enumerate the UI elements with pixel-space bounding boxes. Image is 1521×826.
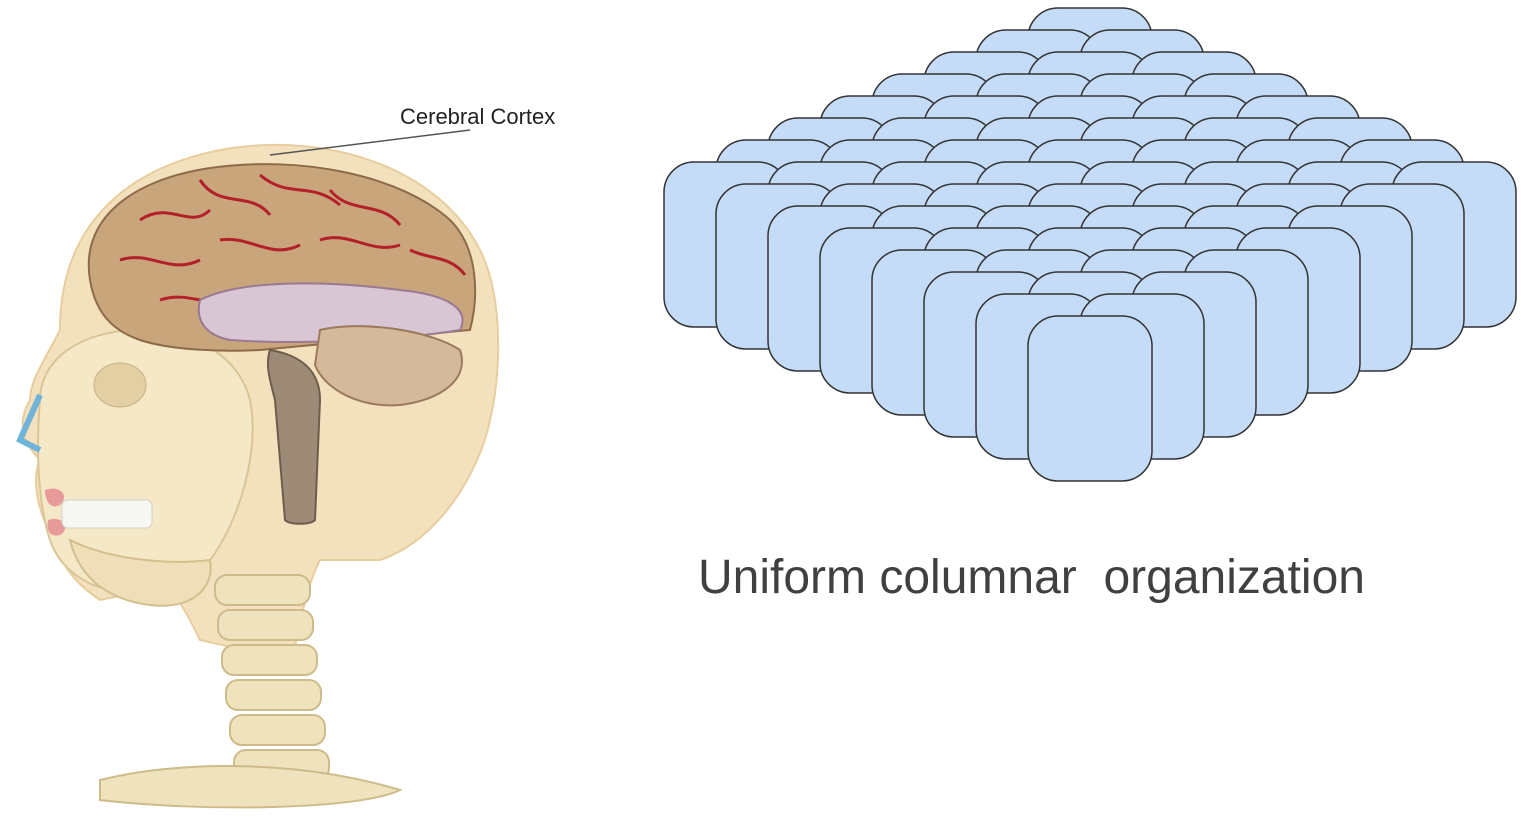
columns-caption: Uniform columnar organization [698,550,1365,605]
columns-diagram [660,0,1521,490]
cortical-columns-grid [660,0,1521,490]
column-tile [1028,316,1152,481]
cerebral-cortex-label: Cerebral Cortex [400,104,555,130]
anatomy-figure: Cerebral Cortex [0,0,640,821]
